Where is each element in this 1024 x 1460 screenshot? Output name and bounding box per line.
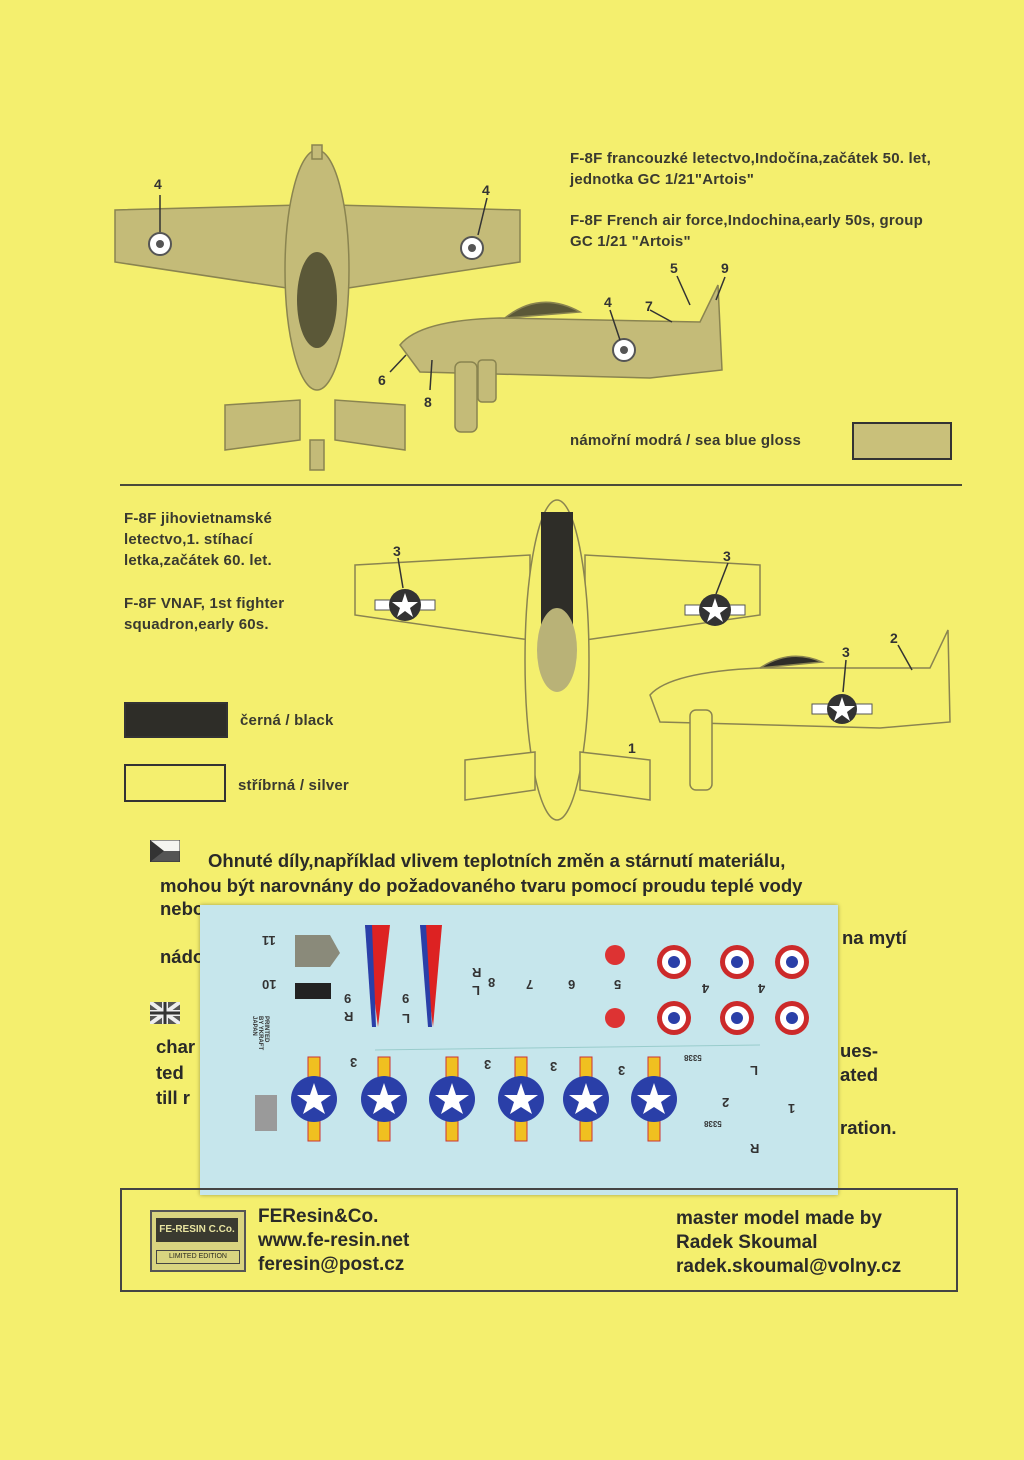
decal-artwork: [255, 925, 809, 1142]
feresin-logo: FE-RESIN C.Co. LIMITED EDITION: [150, 1210, 246, 1272]
footer-box: FE-RESIN C.Co. LIMITED EDITION FEResin&C…: [120, 1188, 958, 1292]
sea-blue-label: námořní modrá / sea blue gloss: [570, 432, 802, 449]
vnaf-star-left: [374, 589, 436, 621]
en-line-1-start: char: [156, 1036, 196, 1057]
callout-4a: 4: [154, 176, 162, 192]
french-caption-cz: F-8F francouzké letectvo,Indočína,začáte…: [570, 150, 931, 188]
decal-french-roundels: [657, 945, 809, 1035]
en-line-2-end: ated: [840, 1064, 879, 1085]
french-roundel-side: [612, 338, 636, 362]
uk-flag-icon: [150, 1002, 180, 1024]
decal-num-10: 10: [262, 977, 277, 992]
czech-flag-icon: [150, 840, 180, 862]
callout-7: 7: [645, 298, 653, 314]
decal-vnaf-stars: [291, 1056, 677, 1142]
french-cockpit: [297, 252, 337, 348]
decal-serial-b: 5338: [704, 1119, 722, 1128]
en-line-3-end: ration.: [840, 1117, 897, 1138]
french-caption-en: F-8F French air force,Indochina,early 50…: [570, 212, 924, 250]
decal-serial-a: 5338: [684, 1053, 702, 1062]
callout-8: 8: [424, 394, 432, 410]
decal-num-r3: R: [750, 1141, 760, 1156]
en-line-3-start: till r: [156, 1087, 190, 1108]
black-swatch: [124, 702, 228, 738]
decal-num-3b: 3: [484, 1057, 492, 1072]
decal-num-r1: R: [344, 1009, 354, 1024]
en-line-1-end: ues-: [840, 1040, 879, 1061]
decal-num-4a: 4: [702, 981, 710, 996]
logo-sub: LIMITED EDITION: [156, 1250, 240, 1264]
master-email[interactable]: radek.skoumal@volny.cz: [676, 1256, 902, 1277]
decal-num-l1: L: [402, 1011, 410, 1026]
decal-num-l3: L: [750, 1063, 758, 1078]
decal-sheet: 11 10 9 R 9 L 8 R L 7 6 5 4 4 3 3 3 3 L …: [200, 905, 838, 1195]
callout-6: 6: [378, 372, 386, 388]
callout-9: 9: [721, 260, 729, 276]
master-label: master model made by: [676, 1208, 882, 1229]
french-roundel-right: [460, 236, 484, 260]
callout-3c: 3: [842, 644, 850, 660]
section-divider: [120, 484, 962, 486]
company-name: FEResin&Co.: [258, 1206, 379, 1227]
callout-3b: 3: [723, 548, 731, 564]
decal-num-11: 11: [262, 933, 276, 948]
paragraph-line-3: nebo: [160, 898, 205, 919]
vnaf-star-side: [811, 694, 873, 724]
company-email[interactable]: feresin@post.cz: [258, 1254, 405, 1275]
vnaf-caption-en: F-8F VNAF, 1st fighter squadron,early 60…: [124, 595, 285, 633]
decal-num-3a: 3: [350, 1055, 358, 1070]
decal-printed-by: PRINTED BY YKRAFT JAPAN: [251, 1016, 269, 1051]
decal-num-3c: 3: [618, 1063, 626, 1078]
decal-badge: [295, 935, 340, 967]
decal-num-r2: R: [472, 965, 482, 980]
paragraph-line-2: mohou být narovnány do požadovaného tvar…: [160, 875, 803, 896]
vnaf-star-right: [684, 594, 746, 626]
en-line-2-start: ted: [156, 1062, 184, 1083]
paragraph-line-4-end: na mytí: [842, 927, 907, 948]
french-scheme-drawings: [114, 144, 726, 471]
callout-4b: 4: [482, 182, 490, 198]
callout-1: 1: [628, 740, 636, 756]
callout-2: 2: [890, 630, 898, 646]
vnaf-scheme-drawings: [354, 499, 951, 821]
decal-num-3d: 3: [550, 1059, 558, 1074]
company-website[interactable]: www.fe-resin.net: [258, 1230, 410, 1251]
decal-num-8: 8: [488, 975, 496, 990]
decal-num-7: 7: [526, 977, 534, 992]
decal-num-5: 5: [614, 977, 622, 992]
decal-num-1: 1: [788, 1101, 796, 1116]
decal-num-2: 2: [722, 1095, 730, 1110]
decal-num-9a: 9: [344, 991, 352, 1006]
paragraph-line-4-start: nádo: [160, 946, 205, 967]
decal-num-9b: 9: [402, 991, 410, 1006]
decal-num-6: 6: [568, 977, 576, 992]
callout-4c: 4: [604, 294, 612, 310]
callout-5: 5: [670, 260, 678, 276]
silver-label: stříbrná / silver: [238, 777, 349, 794]
vnaf-side-view: [649, 629, 951, 791]
logo-text: FE-RESIN C.Co.: [156, 1218, 238, 1242]
paragraph-line-1: Ohnuté díly,například vlivem teplotních …: [208, 850, 786, 871]
silver-swatch: [124, 764, 226, 802]
vnaf-caption-cz: F-8F jihovietnamské letectvo,1. stíhací …: [124, 510, 273, 569]
decal-black-patch: [295, 983, 331, 999]
black-label: černá / black: [240, 712, 334, 729]
sea-blue-swatch: [852, 422, 952, 460]
french-side-view: [399, 284, 723, 433]
decal-num-l2: L: [472, 983, 480, 998]
master-name: Radek Skoumal: [676, 1232, 818, 1253]
french-roundel-left: [148, 232, 172, 256]
callout-3a: 3: [393, 543, 401, 559]
decal-num-4b: 4: [758, 981, 766, 996]
